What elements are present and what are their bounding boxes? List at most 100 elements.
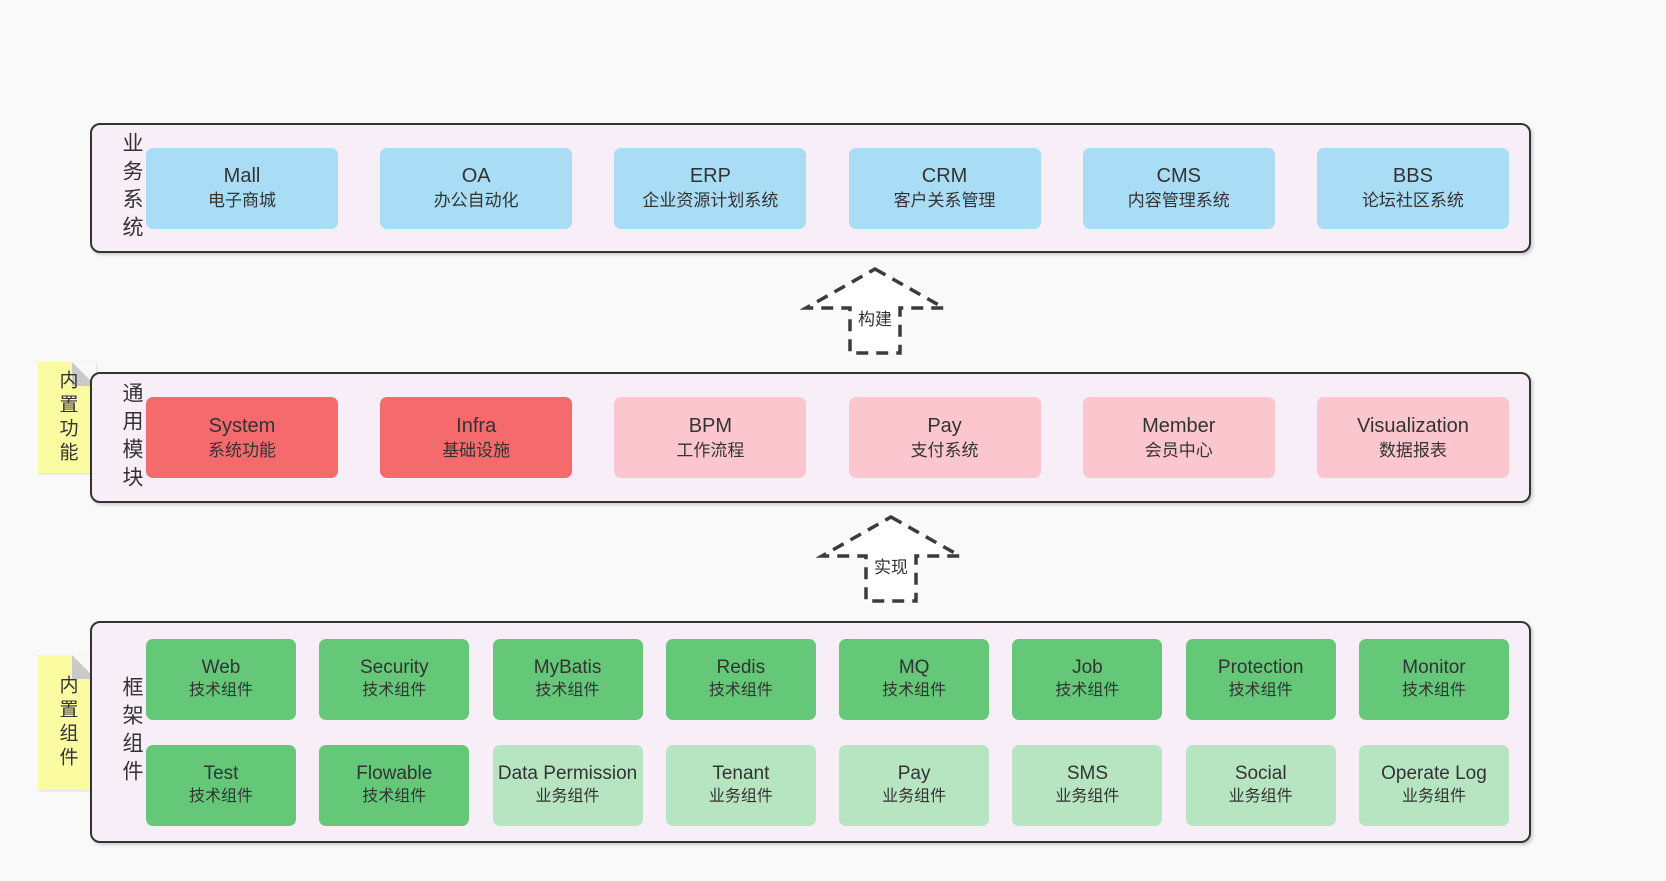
- common-modules-row: System 系统功能 Infra 基础设施 BPM 工作流程 Pay 支付系统…: [146, 397, 1509, 478]
- box-redis-name: Redis: [716, 657, 766, 679]
- box-security: Security 技术组件: [319, 638, 470, 720]
- box-security-desc: 技术组件: [362, 681, 427, 699]
- sticky-note-builtin-components: 内置组件: [38, 655, 96, 790]
- sticky-note-builtin-functions: 内置功能: [38, 362, 96, 473]
- box-oa-desc: 办公自动化: [433, 191, 519, 211]
- box-bpm: BPM 工作流程: [614, 397, 807, 478]
- box-visualization: Visualization 数据报表: [1316, 397, 1509, 478]
- box-operate-log-desc: 业务组件: [1401, 787, 1466, 805]
- box-monitor: Monitor 技术组件: [1358, 638, 1509, 720]
- box-test-name: Test: [203, 763, 239, 785]
- box-mybatis-name: MyBatis: [533, 657, 602, 679]
- box-cms-name: CMS: [1156, 165, 1201, 188]
- box-protection: Protection 技术组件: [1185, 638, 1336, 720]
- common-modules-panel: 通用模块 System 系统功能 Infra 基础设施 BPM 工作流程 Pay…: [90, 372, 1531, 503]
- box-tenant-name: Tenant: [712, 763, 770, 785]
- framework-components-label: 框架组件: [120, 676, 143, 788]
- box-data-permission: Data Permission 业务组件: [492, 744, 643, 826]
- business-systems-label: 业务系统: [120, 132, 143, 244]
- box-mq-name: MQ: [898, 657, 930, 679]
- builtin-components-label: 内置组件: [56, 674, 78, 771]
- builtin-functions-label: 内置功能: [56, 369, 78, 466]
- box-erp-name: ERP: [689, 165, 731, 188]
- box-pay-module-name: Pay: [927, 414, 962, 437]
- common-modules-label: 通用模块: [120, 381, 143, 494]
- box-visualization-desc: 数据报表: [1378, 440, 1447, 460]
- box-crm: CRM 客户关系管理: [848, 147, 1041, 229]
- box-sms-desc: 业务组件: [1055, 787, 1120, 805]
- box-pay-component: Pay 业务组件: [839, 744, 990, 826]
- box-cms: CMS 内容管理系统: [1082, 147, 1275, 229]
- box-mq-desc: 技术组件: [882, 681, 947, 699]
- box-mybatis-desc: 技术组件: [535, 681, 600, 699]
- box-test-desc: 技术组件: [188, 787, 253, 805]
- box-flowable-name: Flowable: [356, 763, 433, 785]
- box-social: Social 业务组件: [1185, 744, 1336, 826]
- box-mall: Mall 电子商城: [146, 147, 338, 229]
- box-bpm-name: BPM: [688, 414, 733, 437]
- box-tenant: Tenant 业务组件: [665, 744, 816, 826]
- up-arrow-implement-icon: 实现: [816, 514, 966, 604]
- box-security-name: Security: [359, 657, 429, 679]
- box-infra-desc: 基础设施: [442, 440, 511, 460]
- box-bbs: BBS 论坛社区系统: [1316, 147, 1509, 229]
- box-member-name: Member: [1142, 414, 1216, 437]
- framework-rows: Web 技术组件 Security 技术组件 MyBatis 技术组件 Redi…: [146, 638, 1509, 826]
- box-mq: MQ 技术组件: [839, 638, 990, 720]
- up-arrow-build-icon: 构建: [800, 266, 950, 356]
- box-system: System 系统功能: [146, 397, 338, 478]
- box-monitor-desc: 技术组件: [1401, 681, 1466, 699]
- box-pay-component-desc: 业务组件: [882, 787, 947, 805]
- framework-row-2: Test 技术组件 Flowable 技术组件 Data Permission …: [146, 744, 1509, 826]
- framework-row-1: Web 技术组件 Security 技术组件 MyBatis 技术组件 Redi…: [146, 638, 1509, 720]
- box-protection-name: Protection: [1217, 657, 1304, 679]
- box-system-desc: 系统功能: [208, 440, 276, 460]
- box-pay-component-name: Pay: [897, 763, 931, 785]
- box-pay-module: Pay 支付系统: [848, 397, 1041, 478]
- box-bbs-desc: 论坛社区系统: [1361, 191, 1464, 211]
- box-flowable-desc: 技术组件: [362, 787, 427, 805]
- business-systems-panel: 业务系统 Mall 电子商城 OA 办公自动化 ERP 企业资源计划系统 CRM…: [90, 123, 1531, 253]
- box-tenant-desc: 业务组件: [708, 787, 773, 805]
- box-data-permission-desc: 业务组件: [535, 787, 600, 805]
- box-data-permission-name: Data Permission: [497, 763, 638, 785]
- box-web: Web 技术组件: [146, 638, 296, 720]
- box-job-name: Job: [1072, 657, 1103, 679]
- box-flowable: Flowable 技术组件: [319, 744, 470, 826]
- box-infra-name: Infra: [456, 414, 497, 437]
- box-sms-name: SMS: [1066, 763, 1108, 785]
- box-protection-desc: 技术组件: [1228, 681, 1293, 699]
- implement-arrow-label: 实现: [871, 557, 911, 578]
- box-oa: OA 办公自动化: [380, 147, 573, 229]
- box-member: Member 会员中心: [1082, 397, 1275, 478]
- box-mall-desc: 电子商城: [208, 191, 276, 211]
- box-bbs-name: BBS: [1392, 165, 1433, 188]
- box-operate-log: Operate Log 业务组件: [1358, 744, 1509, 826]
- box-job-desc: 技术组件: [1055, 681, 1120, 699]
- box-job: Job 技术组件: [1012, 638, 1163, 720]
- box-erp-desc: 企业资源计划系统: [642, 191, 779, 211]
- box-crm-name: CRM: [921, 165, 968, 188]
- box-mybatis: MyBatis 技术组件: [492, 638, 643, 720]
- box-bpm-desc: 工作流程: [676, 440, 745, 460]
- box-oa-name: OA: [461, 165, 491, 188]
- framework-components-panel: 框架组件 Web 技术组件 Security 技术组件 MyBatis 技术组件…: [90, 621, 1531, 843]
- box-mall-name: Mall: [223, 165, 261, 188]
- box-visualization-name: Visualization: [1356, 414, 1469, 437]
- box-infra: Infra 基础设施: [380, 397, 573, 478]
- box-sms: SMS 业务组件: [1012, 744, 1163, 826]
- box-web-desc: 技术组件: [188, 681, 253, 699]
- build-arrow-label: 构建: [855, 309, 895, 330]
- box-social-desc: 业务组件: [1228, 787, 1293, 805]
- box-monitor-name: Monitor: [1402, 657, 1466, 679]
- box-erp: ERP 企业资源计划系统: [614, 147, 807, 229]
- box-redis-desc: 技术组件: [708, 681, 773, 699]
- box-pay-module-desc: 支付系统: [910, 440, 979, 460]
- box-redis: Redis 技术组件: [665, 638, 816, 720]
- box-system-name: System: [208, 414, 276, 437]
- box-cms-desc: 内容管理系统: [1127, 191, 1230, 211]
- box-crm-desc: 客户关系管理: [893, 191, 996, 211]
- box-social-name: Social: [1234, 763, 1287, 785]
- box-web-name: Web: [201, 657, 241, 679]
- box-test: Test 技术组件: [146, 744, 296, 826]
